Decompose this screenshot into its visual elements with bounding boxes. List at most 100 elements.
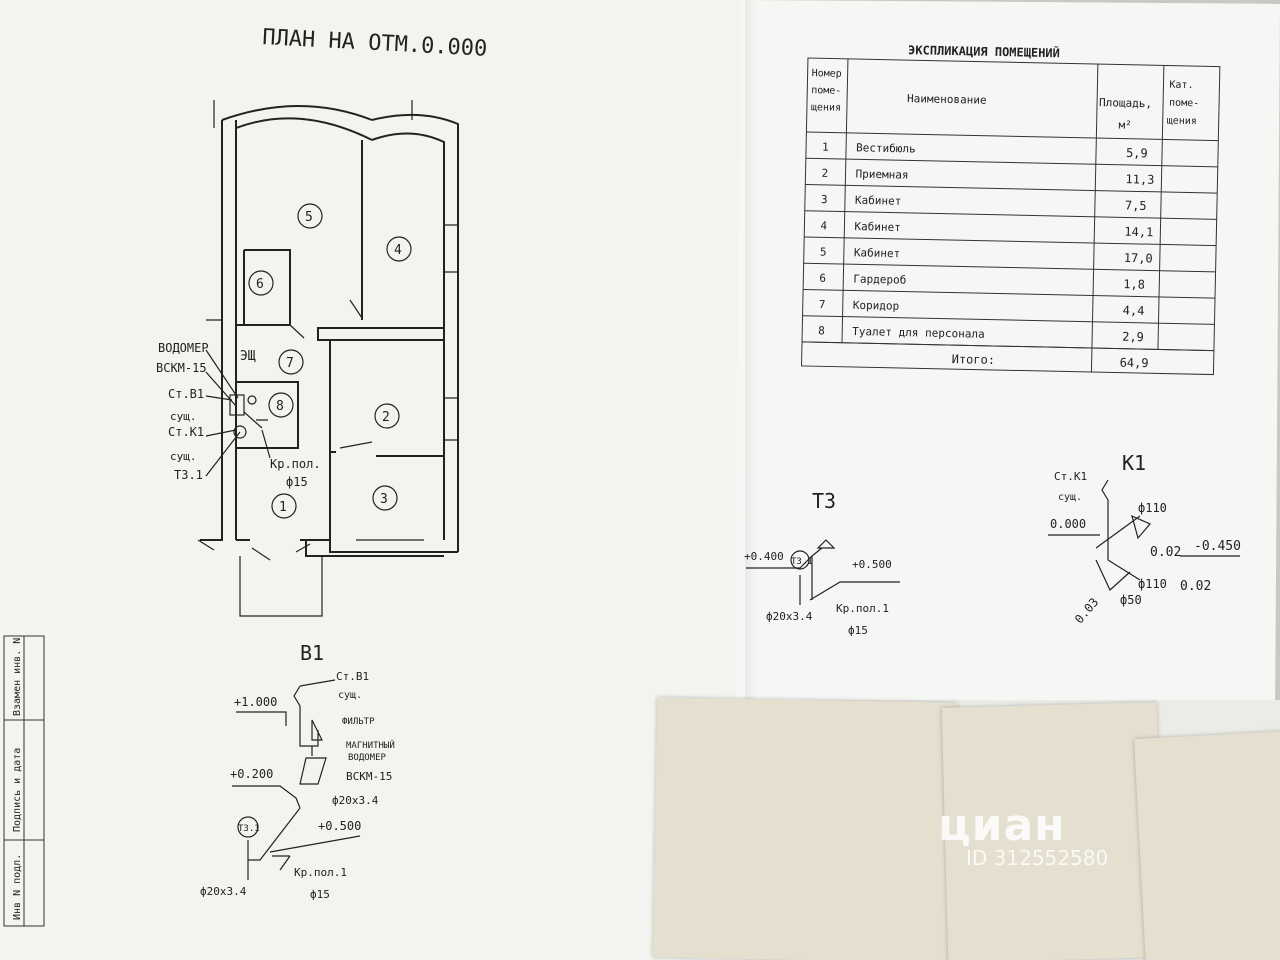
row-area: 17,0 xyxy=(1124,251,1153,266)
b1-tag: Т3.1 xyxy=(238,824,260,834)
b1-pipe2: ф20х3.4 xyxy=(200,885,247,898)
room-markers: 5 4 6 7 8 2 3 1 xyxy=(248,203,412,519)
b1-phi15: ф15 xyxy=(310,888,330,901)
row-number: 7 xyxy=(819,298,826,311)
k1-minus450: -0.450 xyxy=(1194,539,1241,554)
label-electric-panel: ЭЩ xyxy=(240,349,256,364)
hdr-cat-2: поме- xyxy=(1169,98,1199,110)
stamp-cell-1: Взамен инв. N xyxy=(12,638,23,716)
t3-phi15: ф15 xyxy=(848,624,868,637)
k1-phi110a: ф110 xyxy=(1138,501,1167,515)
row-area: 11,3 xyxy=(1125,172,1154,187)
explication-table: ЭКСПЛИКАЦИЯ ПОМЕЩЕНИЙ Номер поме- щения … xyxy=(800,42,1221,376)
row-separator xyxy=(804,210,1217,220)
row-area: 5,9 xyxy=(1126,146,1148,160)
row-name: Вестибюль xyxy=(856,141,916,155)
room-number-6: 6 xyxy=(256,277,264,292)
k1-sush: сущ. xyxy=(1058,492,1082,503)
north-wall-arc xyxy=(221,105,373,121)
hdr-num-3: щения xyxy=(811,102,841,114)
room6-walls xyxy=(244,249,291,325)
row-name: Кабинет xyxy=(854,220,901,234)
k1-slope2: 0.02 xyxy=(1180,579,1211,594)
hdr-num-2: поме- xyxy=(811,85,841,97)
b1-schematic: В1 Ст.В1 сущ. +1.000 ФИЛЬТР МАГНИТНЫЙ ВО… xyxy=(200,641,395,901)
hdr-area-2: м² xyxy=(1118,119,1132,132)
hdr-cat-3: щения xyxy=(1167,116,1197,128)
title-block-stamp: Взамен инв. N Подпись и дата Инв N подл. xyxy=(3,635,45,927)
label-st-k1: Ст.К1 xyxy=(168,425,204,439)
north-east-wall xyxy=(371,113,459,552)
k1-zero: 0.000 xyxy=(1050,517,1086,531)
b1-filter: ФИЛЬТР xyxy=(342,717,375,727)
door-swings xyxy=(289,299,373,449)
row-area: 14,1 xyxy=(1124,225,1153,240)
leader-lines xyxy=(205,349,271,477)
room-number-7: 7 xyxy=(286,356,294,371)
hdr-area-1: Площадь, xyxy=(1099,96,1152,110)
k1-phi50: ф50 xyxy=(1120,593,1142,607)
left-sheet xyxy=(0,0,760,960)
row-number: 6 xyxy=(819,272,826,285)
room-number-1: 1 xyxy=(279,500,287,515)
row-separator xyxy=(805,183,1218,194)
hdr-num-1: Номер xyxy=(812,68,842,80)
row-number: 4 xyxy=(820,219,827,232)
entrance-door xyxy=(251,543,311,561)
watermark-id: ID 312552580 xyxy=(966,846,1109,870)
hdr-cat-1: Кат. xyxy=(1169,80,1193,92)
t3-p500: +0.500 xyxy=(852,558,892,571)
partition-4-2 xyxy=(317,327,445,341)
west-wall xyxy=(200,120,223,541)
windows xyxy=(356,224,458,541)
label-vodomer: ВОДОМЕР xyxy=(158,341,209,355)
b1-p1000: +1.000 xyxy=(234,695,277,709)
row-separator xyxy=(801,341,1214,352)
b1-p500: +0.500 xyxy=(318,819,361,833)
b1-vskm: ВСКМ-15 xyxy=(346,770,392,783)
watermark-brand: циан xyxy=(938,800,1066,851)
t3-pipe: ф20х3.4 xyxy=(766,610,813,623)
east-wall-inner xyxy=(371,132,445,540)
row-number: 1 xyxy=(822,141,829,154)
label-vskm: ВСКМ-15 xyxy=(156,361,207,375)
partition-2-3 xyxy=(330,451,444,457)
row-name: Кабинет xyxy=(855,194,902,208)
t3-kr-pol: Кр.пол.1 xyxy=(836,602,889,615)
b1-vodomer: ВОДОМЕР xyxy=(348,753,387,763)
plan-title: ПЛАН НА ОТМ.0.000 xyxy=(262,25,488,62)
total-label: Итого: xyxy=(952,352,996,367)
total-value: 64,9 xyxy=(1120,356,1149,371)
label-sush-1: сущ. xyxy=(170,410,197,423)
k1-st: Ст.К1 xyxy=(1054,470,1087,483)
b1-title: В1 xyxy=(300,641,324,665)
b1-st: Ст.В1 xyxy=(336,670,369,683)
label-t31: Т3.1 xyxy=(174,468,203,482)
row-name: Гардероб xyxy=(853,272,906,286)
hdr-name: Наименование xyxy=(907,92,987,107)
k1-title: К1 xyxy=(1122,451,1146,475)
t3-schematic: Т3 +0.400 +0.500 Т3.1 ф20х3.4 Кр.пол.1 ф… xyxy=(744,489,900,637)
table-grid-lines xyxy=(801,58,1219,373)
north-wall-arc-inner xyxy=(235,117,373,141)
row-name: Кабинет xyxy=(854,246,901,260)
room-number-5: 5 xyxy=(305,210,313,225)
label-phi15: ф15 xyxy=(286,475,308,489)
pipe-run xyxy=(243,411,268,429)
row-separator xyxy=(805,157,1218,168)
b1-sush: сущ. xyxy=(338,690,362,701)
room-number-3: 3 xyxy=(380,492,388,507)
b1-lines xyxy=(232,679,361,880)
row-name: Туалет для персонала xyxy=(852,325,985,341)
t3-tag: Т3.1 xyxy=(791,557,813,567)
row-separator xyxy=(802,315,1215,325)
label-kr-pol: Кр.пол. xyxy=(270,457,321,471)
row-name: Коридор xyxy=(853,299,900,313)
entrance-porch xyxy=(239,556,323,617)
stamp-grid xyxy=(4,636,44,926)
t3-lines xyxy=(746,539,900,605)
row-area: 7,5 xyxy=(1125,198,1147,212)
riser-v1 xyxy=(229,394,245,416)
